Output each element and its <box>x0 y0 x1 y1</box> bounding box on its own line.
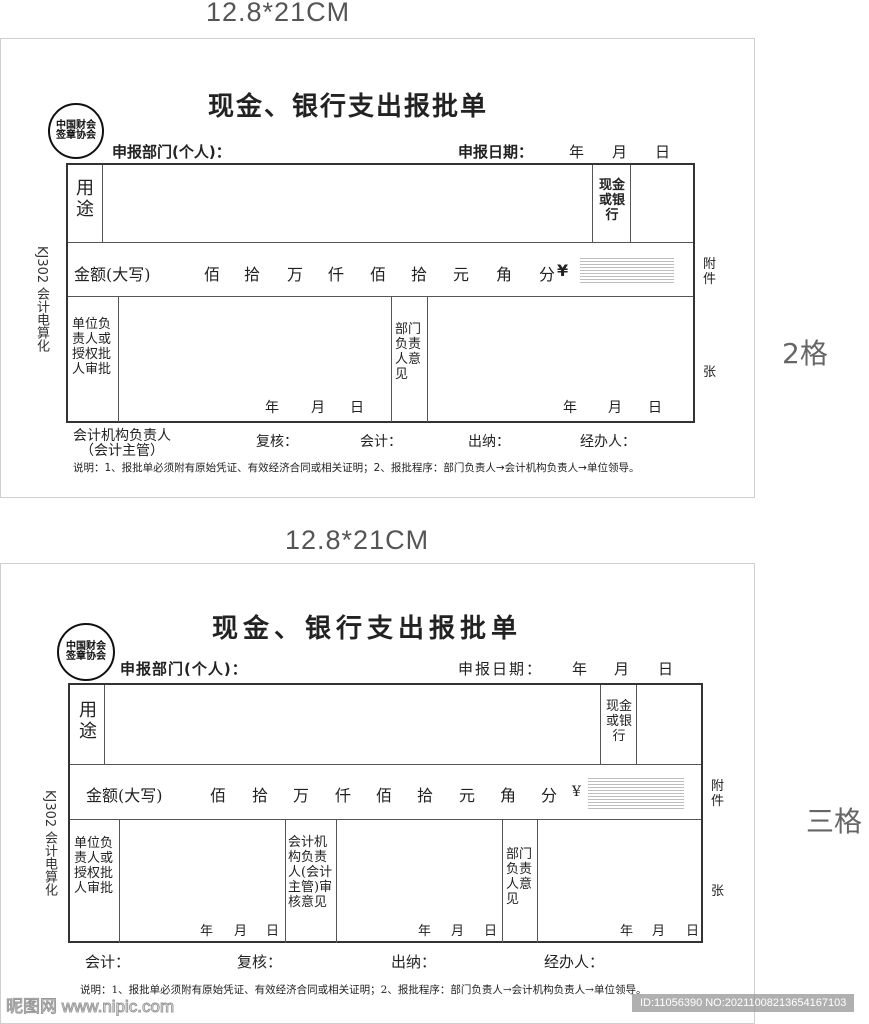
sig-accounting-head-sub: （会计主管） <box>80 443 164 459</box>
vertical-code: KJ302 会计电算化 <box>42 790 57 897</box>
amount-unit: 元 <box>459 786 476 805</box>
form-note: 说明：1、报批单必须附有原始凭证、有效经济合同或相关证明；2、报批程序：部门负责… <box>73 462 640 474</box>
amount-unit: 拾 <box>417 786 434 805</box>
unit-head-approval-label: 单位负责人或授权批人审批 <box>74 836 114 896</box>
month-unit: 月 <box>234 924 248 939</box>
year-unit: 年 <box>569 143 585 161</box>
month-unit: 月 <box>612 143 628 161</box>
purpose-label: 用途 <box>76 178 94 220</box>
amount-unit: 拾 <box>244 265 261 284</box>
day-unit: 日 <box>686 924 700 939</box>
year-unit: 年 <box>563 400 577 416</box>
amount-unit: 角 <box>496 265 513 284</box>
grid-count-label-2: 三格 <box>806 805 863 838</box>
year-unit: 年 <box>418 924 432 939</box>
month-unit: 月 <box>451 924 465 939</box>
sig-review: 复核： <box>237 953 283 971</box>
year-unit: 年 <box>200 924 214 939</box>
accounting-head-review-label: 会计机构负责人(会计主管)审核意见 <box>288 835 333 910</box>
amount-unit: 仟 <box>335 786 352 805</box>
amount-unit: 佰 <box>370 265 387 284</box>
stamp-icon: 中国财会签章协会 <box>57 623 115 681</box>
sheets-label: 张 <box>703 365 717 380</box>
image-id-watermark: ID:11056390 NO:20211008213654167103 <box>632 994 855 1012</box>
day-unit: 日 <box>658 660 674 678</box>
currency-symbol: ¥ <box>572 784 581 800</box>
purpose-label: 用途 <box>79 700 97 742</box>
attachment-label: 附件 <box>703 257 717 287</box>
amount-unit: 佰 <box>210 786 227 805</box>
amount-unit: 分 <box>539 265 556 284</box>
dept-head-opinion-field[interactable] <box>539 821 699 942</box>
year-unit: 年 <box>265 400 279 416</box>
form-note: 说明：1、报批单必须附有原始凭证、有效经济合同或相关证明；2、报批程序：部门负责… <box>80 984 647 996</box>
month-unit: 月 <box>652 924 666 939</box>
sig-accountant: 会计： <box>85 953 131 971</box>
attachment-label: 附件 <box>711 779 725 809</box>
size-caption-2: 12.8*21CM <box>285 525 430 555</box>
day-unit: 日 <box>484 924 498 939</box>
amount-unit: 分 <box>541 786 558 805</box>
sig-handler: 经办人： <box>580 434 636 450</box>
dept-label[interactable]: 申报部门(个人)： <box>112 143 231 161</box>
form-table: 用途 现金或银行 金额(大写) 佰 拾 万 仟 佰 拾 元 角 分 ¥ 单位负责… <box>66 163 695 423</box>
cash-bank-label: 现金或银行 <box>598 178 625 223</box>
amount-unit: 元 <box>453 265 470 284</box>
month-unit: 月 <box>608 400 622 416</box>
sig-cashier: 出纳： <box>468 434 510 450</box>
sig-cashier: 出纳： <box>391 953 437 971</box>
amount-unit: 佰 <box>376 786 393 805</box>
sheets-label: 张 <box>711 884 725 899</box>
day-unit: 日 <box>655 143 671 161</box>
form-table: 用途 现金或银行 金额(大写) 佰 拾 万 仟 佰 拾 元 角 分 ¥ 单位负责… <box>68 683 703 943</box>
sig-handler: 经办人： <box>544 953 605 971</box>
purpose-field[interactable] <box>104 165 592 242</box>
day-unit: 日 <box>648 400 662 416</box>
unit-head-approval-label: 单位负责人或授权批人审批 <box>72 317 112 377</box>
sig-accountant: 会计： <box>360 434 402 450</box>
sig-review: 复核： <box>256 434 298 450</box>
purpose-field[interactable] <box>106 685 600 764</box>
day-unit: 日 <box>266 924 280 939</box>
amount-unit: 拾 <box>252 786 269 805</box>
currency-symbol: ¥ <box>557 261 569 280</box>
amount-unit: 拾 <box>411 265 428 284</box>
vertical-code: KJ302 会计电算化 <box>34 246 49 353</box>
form-title: 现金、银行支出报批单 <box>208 92 489 122</box>
amount-unit: 万 <box>293 786 310 805</box>
site-watermark-logo: 昵图网 www.nipic.com <box>5 997 175 1017</box>
date-label[interactable]: 申报日期： <box>458 143 534 161</box>
amount-unit: 佰 <box>204 265 221 284</box>
year-unit: 年 <box>620 924 634 939</box>
amount-label: 金额(大写) <box>74 265 151 284</box>
day-unit: 日 <box>350 400 364 416</box>
stamp-icon: 中国财会签章协会 <box>48 103 104 159</box>
month-unit: 月 <box>614 660 630 678</box>
month-unit: 月 <box>311 400 325 416</box>
amount-unit: 万 <box>287 265 304 284</box>
amount-unit: 仟 <box>328 265 345 284</box>
dept-label[interactable]: 申报部门(个人)： <box>120 660 248 678</box>
year-unit: 年 <box>572 660 588 678</box>
dept-head-opinion-label: 部门负责人意见 <box>506 847 533 907</box>
numeric-amount-field[interactable] <box>588 778 684 810</box>
size-caption-1: 12.8*21CM <box>206 0 351 27</box>
date-label[interactable]: 申报日期： <box>458 660 544 678</box>
cash-bank-field[interactable] <box>632 165 692 242</box>
sig-accounting-head: 会计机构负责人 <box>73 428 171 444</box>
numeric-amount-field[interactable] <box>580 258 674 285</box>
grid-count-label-1: 2格 <box>782 337 828 370</box>
cash-bank-label: 现金或银行 <box>605 699 632 744</box>
dept-head-opinion-label: 部门负责人意见 <box>395 322 422 382</box>
cash-bank-field[interactable] <box>638 685 699 764</box>
form-title: 现金、银行支出报批单 <box>212 614 523 644</box>
amount-unit: 角 <box>500 786 517 805</box>
amount-label: 金额(大写) <box>86 786 163 805</box>
